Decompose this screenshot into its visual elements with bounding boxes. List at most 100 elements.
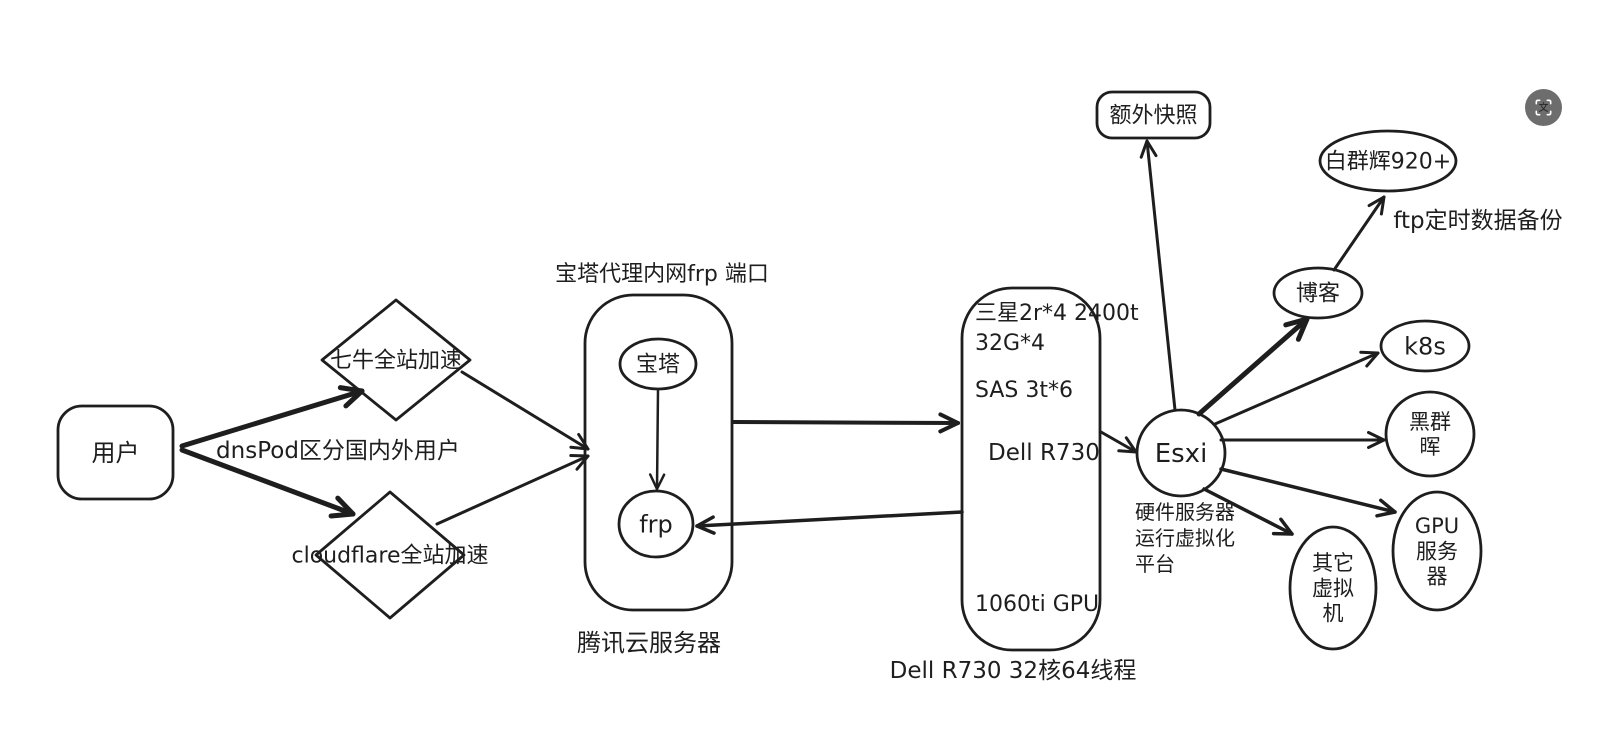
edge-cloudflare-tencent-arrowhead [569, 454, 590, 471]
edge-dell-frp-line [695, 510, 964, 528]
edge-baota-frp-arrowhead [648, 473, 666, 491]
synology-920-node-label: 白群辉920+ [1325, 150, 1451, 175]
baota-frp-port-label: 宝塔代理内网frp 端口 [555, 262, 769, 287]
edge-baota-frp-line [655, 388, 660, 491]
edge-esxi-blog-line [1196, 316, 1310, 417]
edge-esxi-snapshot [1139, 139, 1177, 412]
edge-blog-dsm-white-line [1332, 195, 1386, 272]
user-node: 用户 [56, 404, 175, 501]
extra-snapshot-node-label: 额外快照 [1109, 104, 1197, 129]
gpu-server-node-label: 服务 [1416, 539, 1458, 563]
baota-panel-node-label: 宝塔 [636, 353, 680, 378]
gpu-server-node-shape [1391, 490, 1483, 612]
edge-blog-dsm-white-arrowhead [1367, 195, 1386, 216]
cloudflare-cdn-node: cloudflare全站加速 [291, 490, 489, 620]
cloudflare-cdn-node-label: cloudflare全站加速 [291, 544, 488, 569]
dell-model-label-text: Dell R730 [988, 440, 1100, 466]
edge-esxi-othervm-line [1202, 487, 1294, 536]
ftp-backup-label: ftp定时数据备份 [1393, 208, 1562, 234]
edge-esxi-gpu-arrowhead [1375, 498, 1397, 518]
dnspod-note-label-text: dnsPod区分国内外用户 [216, 438, 460, 464]
esxi-role-label-text: 硬件服务器 [1135, 500, 1235, 524]
edge-dell-frp-arrowhead [695, 515, 716, 535]
tencent-server-label: 腾讯云服务器 [577, 629, 721, 657]
edge-dell-esxi-line [1099, 430, 1138, 454]
edge-esxi-snapshot-arrowhead [1139, 139, 1158, 159]
scan-brackets-icon [1535, 99, 1552, 116]
dnspod-note-label: dnsPod区分国内外用户 [216, 438, 460, 464]
esxi-role-label-text: 平台 [1135, 552, 1175, 576]
dell-r730-box [960, 286, 1102, 652]
edge-esxi-othervm-arrowhead [1271, 517, 1294, 536]
edge-esxi-othervm [1202, 487, 1294, 536]
baota-frp-port-label-text: 宝塔代理内网frp 端口 [555, 262, 769, 287]
extra-snapshot-node: 额外快照 [1095, 90, 1212, 140]
k8s-node-shape [1379, 319, 1471, 373]
edge-esxi-dsm-black-arrowhead [1367, 431, 1386, 449]
edge-user-qiniu [179, 385, 365, 449]
tencent-server-label-text: 腾讯云服务器 [577, 629, 721, 657]
extra-snapshot-node-shape [1095, 90, 1212, 140]
edge-baota-frp [648, 388, 666, 491]
dell-model-label: Dell R730 [988, 440, 1100, 466]
ftp-backup-label-text: ftp定时数据备份 [1393, 208, 1562, 234]
edge-esxi-gpu-line [1219, 467, 1397, 514]
other-vm-node-shape [1288, 525, 1378, 651]
qiniu-cdn-node: 七牛全站加速 [320, 298, 472, 422]
edge-qiniu-tencent [460, 370, 590, 451]
edge-qiniu-tencent-arrowhead [569, 433, 590, 451]
dell-spec-gpu-label: 1060ti GPU [975, 592, 1099, 617]
esxi-node: Esxi [1135, 408, 1227, 498]
edge-cloudflare-tencent-line [435, 454, 590, 526]
edge-tencent-dell [731, 412, 960, 434]
baota-panel-node: 宝塔 [618, 337, 698, 391]
user-node-shape [56, 404, 175, 501]
xpenology-node-shape [1384, 390, 1476, 478]
k8s-node-label: k8s [1404, 332, 1446, 360]
blog-node: 博客 [1272, 266, 1364, 320]
edge-blog-dsm-white [1332, 195, 1386, 272]
edge-esxi-blog [1196, 316, 1310, 417]
edge-tencent-dell-line [731, 420, 960, 425]
other-vm-node-label: 机 [1323, 602, 1344, 626]
edge-tencent-dell-arrowhead [938, 412, 960, 434]
edge-user-qiniu-arrowhead [337, 385, 365, 409]
dell-spec-gpu-label-text: 1060ti GPU [975, 592, 1099, 617]
edge-cloudflare-tencent [435, 454, 590, 526]
translate-icon[interactable]: 文 [1525, 89, 1562, 126]
dell-spec-sas-label-text: SAS 3t*6 [975, 378, 1073, 403]
dell-spec-sas-label: SAS 3t*6 [975, 378, 1073, 403]
edge-user-cloudflare-line [179, 447, 356, 517]
edge-dell-esxi [1099, 430, 1138, 454]
edge-esxi-k8s [1213, 350, 1380, 426]
user-node-label: 用户 [92, 439, 140, 467]
edge-dell-esxi-arrowhead [1117, 436, 1138, 454]
dell-title-label-text: Dell R730 32核64线程 [890, 658, 1137, 684]
edge-user-qiniu-line [179, 388, 365, 449]
esxi-node-label: Esxi [1155, 439, 1208, 469]
edge-dell-frp [695, 510, 964, 535]
frp-node: frp [617, 489, 695, 559]
cloudflare-cdn-node-shape [314, 490, 466, 620]
blog-node-shape [1272, 266, 1364, 320]
dell-title-label: Dell R730 32核64线程 [890, 658, 1137, 684]
edge-esxi-gpu [1219, 467, 1397, 518]
synology-920-node: 白群辉920+ [1318, 129, 1458, 193]
translate-glyph: 文 [1538, 101, 1548, 114]
other-vm-node-label: 其它 [1312, 551, 1354, 575]
k8s-node: k8s [1379, 319, 1471, 373]
edge-esxi-k8s-line [1213, 351, 1380, 426]
edge-esxi-snapshot-line [1145, 139, 1177, 412]
edge-esxi-dsm-black [1219, 431, 1386, 449]
edge-user-cloudflare [179, 447, 356, 519]
edge-esxi-blog-arrowhead [1283, 316, 1310, 342]
xpenology-node-label: 晖 [1420, 435, 1441, 459]
edge-esxi-k8s-arrowhead [1359, 350, 1380, 368]
blog-node-label: 博客 [1296, 282, 1340, 307]
other-vm-node-label: 虚拟 [1312, 576, 1354, 600]
